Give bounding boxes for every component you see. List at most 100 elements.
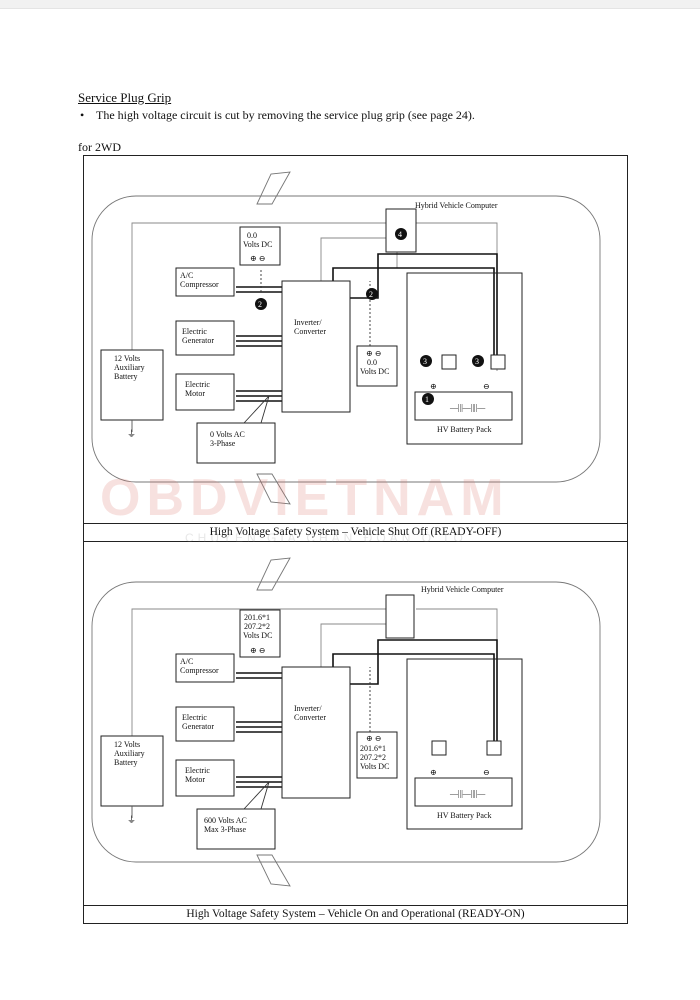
meter-mid-value: 0.0 xyxy=(367,358,377,367)
phase-line1: 600 Volts AC xyxy=(204,816,247,825)
meter-top-unit: Volts DC xyxy=(243,631,272,640)
meter-top-box xyxy=(239,609,281,658)
callout-2a: 2 xyxy=(258,300,262,309)
generator-line2: Generator xyxy=(182,722,214,731)
hv-battery-label: HV Battery Pack xyxy=(437,425,492,434)
motor-box xyxy=(175,759,235,797)
ac-compressor-line2: Compressor xyxy=(180,280,219,289)
callout-1: 1 xyxy=(425,395,429,404)
aux-battery-box xyxy=(100,735,164,807)
generator-line2: Generator xyxy=(182,336,214,345)
relay-left xyxy=(441,354,457,370)
inverter-line2: Converter xyxy=(294,713,326,722)
relay-right xyxy=(486,740,502,756)
meter-mid-value-1: 201.6*1 xyxy=(360,744,386,753)
relay-right xyxy=(490,354,506,370)
aux-battery-line3: Battery xyxy=(114,758,138,767)
meter-mid-value-2: 207.2*2 xyxy=(360,753,386,762)
vehicle-outline xyxy=(91,581,601,863)
relay-left xyxy=(431,740,447,756)
hv-battery-outer xyxy=(406,272,523,445)
aux-battery-line1: 12 Volts xyxy=(114,354,140,363)
diagram-ready-off: Hybrid Vehicle Computer 0.0 Volts DC ⊕ ⊖… xyxy=(83,155,628,542)
caption-ready-off: High Voltage Safety System – Vehicle Shu… xyxy=(84,523,627,541)
phase-box xyxy=(196,808,276,850)
phase-line2: Max 3-Phase xyxy=(204,825,246,834)
variant-label: for 2WD xyxy=(78,140,121,154)
page-heading: Service Plug Grip xyxy=(78,90,172,105)
meter-top-box xyxy=(239,226,281,266)
inverter-converter-box xyxy=(281,666,351,799)
callout-4: 4 xyxy=(398,230,402,239)
aux-ground-icon: ⏚ xyxy=(127,429,136,439)
ac-compressor-box xyxy=(175,267,235,297)
ac-compressor-box xyxy=(175,653,235,683)
inverter-line2: Converter xyxy=(294,327,326,336)
minus-terminal: ⊖ xyxy=(483,382,490,391)
mirror-top xyxy=(256,171,291,205)
hybrid-vehicle-computer-label: Hybrid Vehicle Computer xyxy=(415,201,498,210)
hv-battery-outer xyxy=(406,658,523,830)
callout-3b: 3 xyxy=(475,357,479,366)
motor-line1: Electric xyxy=(185,380,210,389)
aux-battery-line3: Battery xyxy=(114,372,138,381)
generator-line1: Electric xyxy=(182,327,207,336)
mirror-bottom xyxy=(256,854,291,887)
phase-line2: 3-Phase xyxy=(210,439,236,448)
aux-battery-line2: Auxiliary xyxy=(114,363,145,372)
caption-ready-on: High Voltage Safety System – Vehicle On … xyxy=(84,905,627,923)
aux-battery-line2: Auxiliary xyxy=(114,749,145,758)
motor-line1: Electric xyxy=(185,766,210,775)
bullet-text: The high voltage circuit is cut by remov… xyxy=(96,108,475,122)
meter-top-value: 0.0 xyxy=(247,231,257,240)
diagram-ready-on: Hybrid Vehicle Computer 201.6*1 207.2*2 … xyxy=(83,541,628,924)
meter-mid-probes: ⊕ ⊖ xyxy=(366,734,381,743)
meter-mid-box xyxy=(356,731,398,779)
hv-battery-inner xyxy=(414,777,513,807)
meter-mid-unit: Volts DC xyxy=(360,762,389,771)
inverter-line1: Inverter/ xyxy=(294,318,322,327)
bullet-item: • The high voltage circuit is cut by remo… xyxy=(80,108,475,123)
ready-off-schematic: Hybrid Vehicle Computer 0.0 Volts DC ⊕ ⊖… xyxy=(91,171,601,505)
hv-battery-label: HV Battery Pack xyxy=(437,811,492,820)
inverter-line1: Inverter/ xyxy=(294,704,322,713)
meter-mid-box xyxy=(356,345,398,387)
aux-battery-line1: 12 Volts xyxy=(114,740,140,749)
mirror-bottom xyxy=(256,473,291,505)
hv-battery-cells: —|||—||||— xyxy=(449,403,486,412)
phase-line1: 0 Volts AC xyxy=(210,430,245,439)
ac-compressor-line1: A/C xyxy=(180,271,193,280)
aux-ground-icon: ⏚ xyxy=(127,815,136,825)
ac-compressor-line2: Compressor xyxy=(180,666,219,675)
callout-3a: 3 xyxy=(423,357,427,366)
viewer-top-bar xyxy=(0,0,700,9)
hv-battery-cells: —|||—||||— xyxy=(449,789,486,798)
vehicle-outline xyxy=(91,195,601,483)
motor-box xyxy=(175,373,235,411)
meter-top-probes: ⊕ ⊖ xyxy=(250,254,265,263)
hybrid-vehicle-computer-box xyxy=(385,594,415,639)
mirror-top xyxy=(256,557,291,591)
meter-mid-unit: Volts DC xyxy=(360,367,389,376)
meter-top-unit: Volts DC xyxy=(243,240,272,249)
generator-box xyxy=(175,320,235,356)
motor-line2: Motor xyxy=(185,389,205,398)
phase-box xyxy=(196,422,276,464)
minus-terminal: ⊖ xyxy=(483,768,490,777)
meter-top-probes: ⊕ ⊖ xyxy=(250,646,265,655)
plus-terminal: ⊕ xyxy=(430,768,437,777)
plus-terminal: ⊕ xyxy=(430,382,437,391)
hybrid-vehicle-computer-label: Hybrid Vehicle Computer xyxy=(421,585,504,594)
meter-mid-probes: ⊕ ⊖ xyxy=(366,349,381,358)
generator-line1: Electric xyxy=(182,713,207,722)
callout-group: 4 2 2 3 3 1 xyxy=(255,228,484,405)
inverter-converter-box xyxy=(281,280,351,413)
generator-box xyxy=(175,706,235,742)
meter-top-value-2: 207.2*2 xyxy=(244,622,270,631)
ready-on-schematic: Hybrid Vehicle Computer 201.6*1 207.2*2 … xyxy=(91,557,601,887)
motor-line2: Motor xyxy=(185,775,205,784)
callout-2b: 2 xyxy=(369,290,373,299)
meter-top-value-1: 201.6*1 xyxy=(244,613,270,622)
ac-compressor-line1: A/C xyxy=(180,657,193,666)
bullet-dot-icon: • xyxy=(80,108,85,122)
